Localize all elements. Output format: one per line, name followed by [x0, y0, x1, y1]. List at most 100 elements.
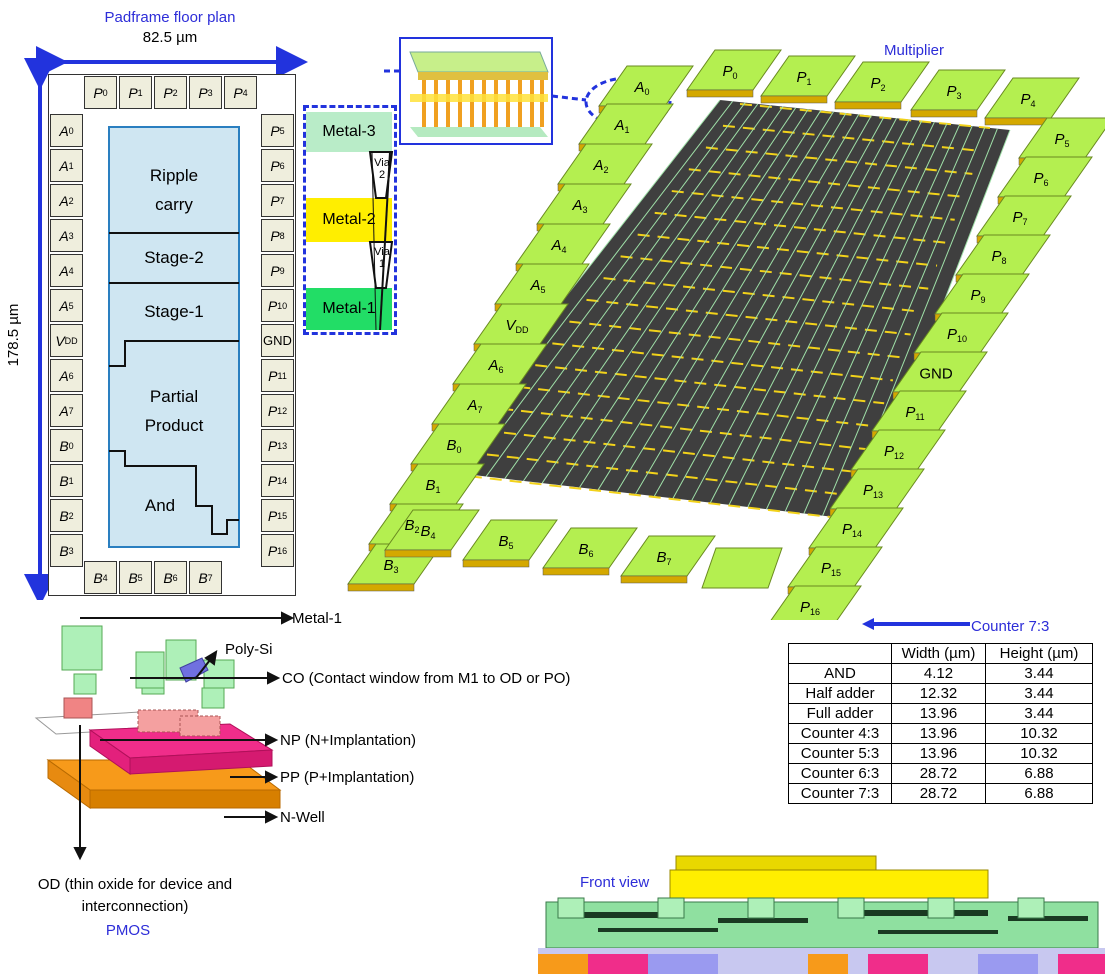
mult-pad-label-P10: P10 [946, 326, 968, 344]
ripple-line1: Ripple [149, 166, 199, 185]
mult-pad-label-P0: P0 [722, 63, 738, 81]
mult-pad-label-P4: P4 [1020, 91, 1036, 109]
counter-label: Counter 7:3 [971, 618, 1050, 635]
mult-pad-B6 [542, 527, 638, 576]
region-ripple-carry: Ripple carry [124, 166, 224, 215]
mult-pad-P3 [910, 69, 1006, 118]
mult-pad-label-P11: P11 [905, 404, 925, 422]
partial-line1: Partial [149, 387, 199, 406]
mult-pad-label-P16: P16 [799, 599, 821, 617]
mult-pad-label-A4: A4 [551, 237, 567, 255]
metal2-layer: Metal-2 [306, 198, 392, 242]
metal3-layer: Metal-3 [306, 112, 392, 152]
mult-pad-label-P2: P2 [870, 75, 886, 93]
mult-pad-label-P8: P8 [991, 248, 1007, 266]
pmos-poly-label: Poly-Si [225, 641, 273, 658]
table-cell-height: 6.88 [985, 763, 1093, 784]
pmos-co-label: CO (Contact window from M1 to OD or PO) [282, 670, 571, 687]
mult-pad-label-GND: GND [919, 365, 953, 383]
mult-pad-label-P3: P3 [946, 83, 962, 101]
mult-pad-label-B4: B4 [420, 523, 436, 541]
region-stage-2: Stage-2 [144, 248, 204, 267]
mult-pad-label-P13: P13 [862, 482, 884, 500]
table-cell-width: 4.12 [891, 663, 986, 684]
mult-pad-label-P5: P5 [1054, 131, 1070, 149]
mult-pad-label-A3: A3 [572, 197, 588, 215]
mult-pad-label-B5: B5 [498, 533, 514, 551]
front-view-label: Front view [580, 874, 650, 891]
table-cell-height: 3.44 [985, 683, 1093, 704]
table-cell-width: 13.96 [891, 723, 986, 744]
pmos-nwell-label: N-Well [280, 809, 325, 826]
via1-label: Via 1 [372, 246, 392, 270]
partial-line2: Product [144, 416, 204, 435]
mult-pad-label-P7: P7 [1012, 209, 1028, 227]
mult-pad-label-B7: B7 [656, 549, 672, 567]
mult-pad-label-A5: A5 [530, 277, 546, 295]
table-cell-height: 3.44 [985, 703, 1093, 724]
pmos-np-label: NP (N+Implantation) [280, 732, 417, 749]
mult-pad-blank [701, 547, 783, 589]
table-cell-width: 28.72 [891, 763, 986, 784]
counter-arrow [862, 618, 970, 630]
pmos-caption: PMOS [105, 922, 151, 939]
table-cell-width: 12.32 [891, 683, 986, 704]
floorplan-title: Padframe floor plan [104, 9, 236, 26]
multiplier-title: Multiplier [884, 42, 945, 59]
via-shapes [368, 151, 394, 331]
metal-stack-legend [303, 105, 397, 335]
mult-pad-label-B0: B0 [446, 437, 462, 455]
mult-pad-label-B2: B2 [404, 517, 420, 535]
table-cell-name: Counter 4:3 [788, 723, 892, 744]
table-cell-name: AND [788, 663, 892, 684]
stack-inset [380, 37, 672, 145]
table-header-row: Width (µm) Height (µm) [788, 643, 1093, 664]
front-view-image [538, 855, 1105, 974]
mult-pad-P0 [686, 49, 782, 98]
floorplan-width-dimension: 82.5 µm [142, 29, 198, 46]
mult-pad-label-P15: P15 [820, 560, 842, 578]
table-cell-height: 3.44 [985, 663, 1093, 684]
table-cell-height: 10.32 [985, 743, 1093, 764]
region-stage-1: Stage-1 [144, 302, 204, 321]
mult-pad-B4 [384, 509, 480, 558]
pmos-od-label-line2: interconnection) [81, 898, 189, 915]
mult-pad-P2 [834, 61, 930, 110]
pmos-pp-label: PP (P+Implantation) [280, 769, 415, 786]
table-cell-height: 6.88 [985, 783, 1093, 804]
table-header-name [788, 643, 892, 664]
region-partial-product: Partial Product [124, 387, 224, 436]
table-cell-name: Counter 7:3 [788, 783, 892, 804]
mult-pad-label-P9: P9 [970, 287, 986, 305]
